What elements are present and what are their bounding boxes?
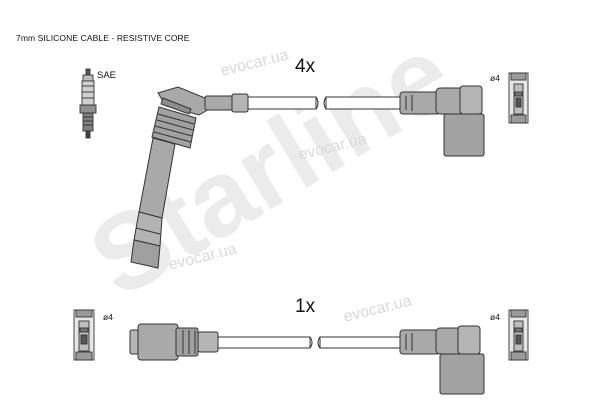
bottom-angle-connector — [399, 325, 485, 395]
watermark-site-3: evocar.ua — [342, 293, 414, 326]
terminal-detail-top-right — [508, 72, 529, 124]
cable-spec-caption: 7mm SILICONE CABLE - RESISTIVE CORE — [16, 33, 190, 43]
top-set-quantity: 4x — [295, 56, 316, 77]
top-plug-boot — [130, 86, 249, 269]
bottom-set-quantity: 1x — [295, 296, 316, 317]
top-cable — [247, 96, 403, 110]
terminal-detail-bottom-right — [508, 309, 529, 361]
terminal-detail-bottom-left — [73, 309, 95, 361]
terminal-diameter-bottom-left: ø4 — [103, 312, 113, 322]
terminal-diameter-top-right: ø4 — [490, 73, 500, 83]
top-angle-connector — [399, 85, 485, 157]
plug-standard-label: SAE — [97, 70, 117, 81]
watermark-site-4: evocar.ua — [219, 47, 291, 80]
spark-plug-icon — [79, 68, 97, 139]
bottom-cable — [217, 336, 403, 349]
terminal-diameter-bottom-right: ø4 — [490, 312, 500, 322]
bottom-straight-boot — [129, 323, 219, 361]
